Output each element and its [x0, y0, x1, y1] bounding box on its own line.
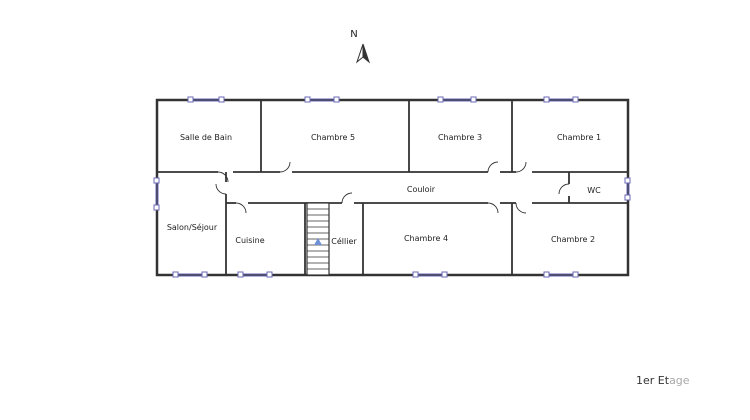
floor-label-faded: age: [669, 374, 690, 387]
window-top-2: [304, 96, 340, 103]
door-swings: [215, 161, 570, 214]
room-label-wc: WC: [587, 186, 601, 195]
window-bottom-4: [543, 271, 579, 278]
stair-up-arrow-icon: [314, 238, 322, 245]
room-label-chambre-2: Chambre 2: [551, 235, 595, 244]
window-bottom-3: [412, 271, 448, 278]
room-label-chambre-1: Chambre 1: [557, 133, 601, 142]
north-label: N: [350, 29, 357, 40]
staircase: [306, 202, 330, 276]
windows: [153, 96, 631, 278]
window-left: [153, 177, 160, 211]
window-top-1: [187, 96, 225, 103]
room-label-salle-de-bain: Salle de Bain: [180, 133, 232, 142]
floor-label-main: 1er Et: [636, 374, 670, 387]
exterior-wall: [155, 98, 630, 277]
room-label-cuisine: Cuisine: [235, 236, 264, 245]
room-label-cellier: Céllier: [331, 236, 357, 246]
room-label-chambre-3: Chambre 3: [438, 133, 482, 142]
window-top-4: [543, 96, 579, 103]
north-indicator: N: [350, 29, 371, 64]
room-label-couloir: Couloir: [407, 185, 436, 194]
room-labels: Salle de Bain Chambre 5 Chambre 3 Chambr…: [167, 133, 601, 246]
floor-label: 1er Etage: [636, 374, 690, 387]
room-label-chambre-4: Chambre 4: [404, 234, 448, 243]
window-bottom-2: [237, 271, 273, 278]
window-top-3: [437, 96, 477, 103]
north-arrow-icon: [355, 43, 371, 64]
room-label-chambre-5: Chambre 5: [311, 133, 355, 142]
room-label-salon-sejour: Salon/Séjour: [167, 222, 218, 232]
window-bottom-1: [172, 271, 208, 278]
window-right: [624, 177, 631, 201]
interior-walls: [157, 100, 628, 275]
